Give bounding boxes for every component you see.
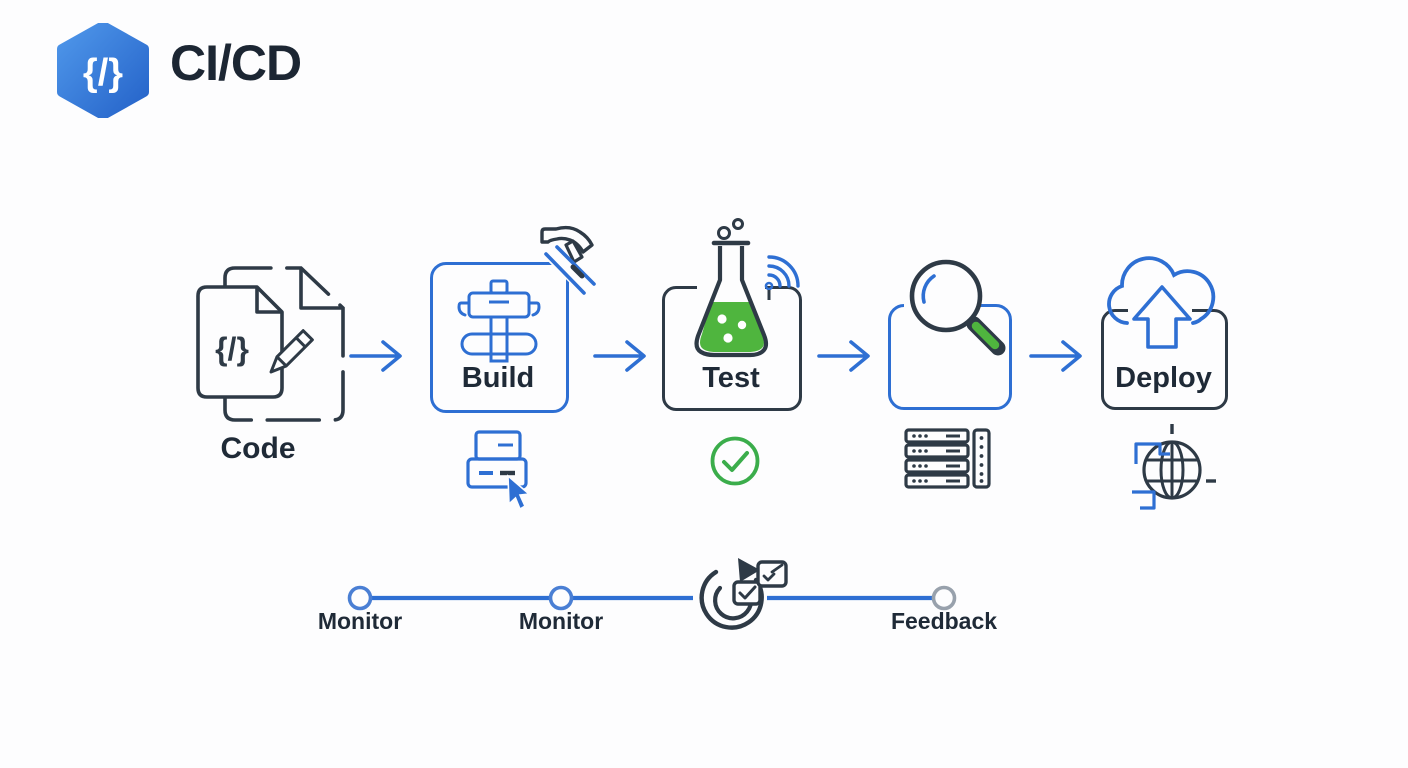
timeline-label-monitor-2: Monitor	[518, 608, 604, 634]
timeline-node-monitor-2	[548, 585, 574, 611]
pencil-icon	[269, 329, 314, 374]
timeline-label-monitor-1: Monitor	[317, 608, 403, 634]
stage-code: {/}	[183, 256, 351, 428]
magnifier-icon	[909, 259, 1006, 356]
hammer-icon	[540, 225, 596, 295]
timeline-node-feedback	[931, 585, 957, 611]
signal-icon	[764, 255, 800, 300]
cloud-upload-icon	[1107, 256, 1216, 349]
printer-click-icon	[466, 430, 531, 511]
logo-glyph: {/}	[83, 52, 123, 94]
stage-deploy-label: Deploy	[1115, 362, 1212, 394]
globe-network-icon	[1132, 424, 1216, 510]
build-tool-icon	[457, 279, 541, 363]
timeline-node-monitor-1	[347, 585, 373, 611]
arrow-right-icon	[1029, 340, 1082, 372]
hexagon-code-icon: {/}	[57, 23, 149, 118]
page-title: CI/CD	[170, 35, 302, 91]
arrow-right-icon	[817, 340, 870, 372]
code-documents-icon: {/}	[196, 266, 345, 422]
flask-icon	[694, 218, 769, 358]
stage-build-box	[430, 262, 569, 413]
stage-build-label: Build	[461, 362, 535, 394]
stage-test-label: Test	[702, 362, 760, 394]
check-circle-icon	[710, 436, 760, 486]
arrow-right-icon	[593, 340, 646, 372]
code-glyph: {/}	[215, 331, 249, 367]
timeline-label-feedback: Feedback	[890, 608, 998, 634]
app-logo: {/}	[54, 23, 152, 118]
timeline-track	[230, 585, 1185, 611]
stage-code-label: Code	[220, 432, 296, 465]
cycle-checklist-icon	[699, 558, 788, 630]
cursor-icon	[507, 474, 531, 511]
arrow-right-icon	[349, 340, 402, 372]
server-rack-icon	[904, 428, 991, 489]
